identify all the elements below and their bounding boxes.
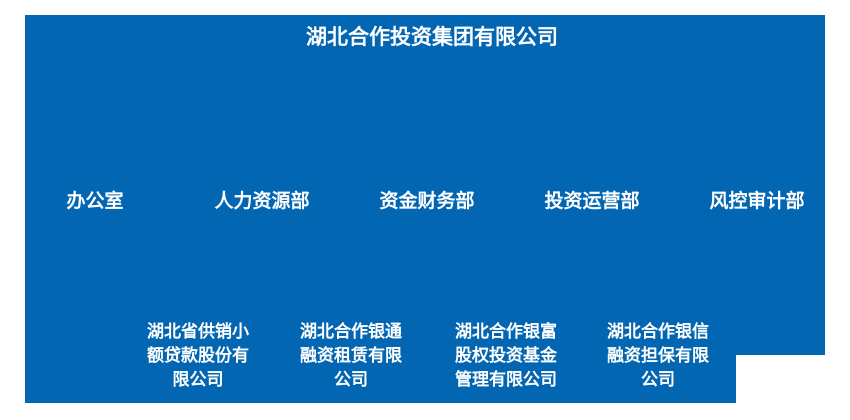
department-label-human-resources: 人力资源部 <box>214 191 310 212</box>
department-label-finance: 资金财务部 <box>379 191 475 212</box>
org-root-title: 湖北合作投资集团有限公司 <box>306 26 558 49</box>
subsidiary-label-equity-fund: 湖北合作银富 股权投资基金 管理有限公司 <box>455 322 557 389</box>
corner-notch <box>736 355 825 403</box>
subsidiary-label-financing-guarantee: 湖北合作银信 融资担保有限 公司 <box>607 322 709 389</box>
department-label-investment-operations: 投资运营部 <box>544 191 640 212</box>
subsidiary-label-microloan: 湖北省供销小 额贷款股份有 限公司 <box>147 322 249 389</box>
department-label-risk-audit: 风控审计部 <box>709 191 805 212</box>
org-chart-panel: 湖北合作投资集团有限公司 办公室 人力资源部 资金财务部 投资运营部 风控审计部… <box>25 15 825 403</box>
department-label-office: 办公室 <box>66 191 124 212</box>
subsidiary-label-financial-leasing: 湖北合作银通 融资租赁有限 公司 <box>300 322 402 389</box>
